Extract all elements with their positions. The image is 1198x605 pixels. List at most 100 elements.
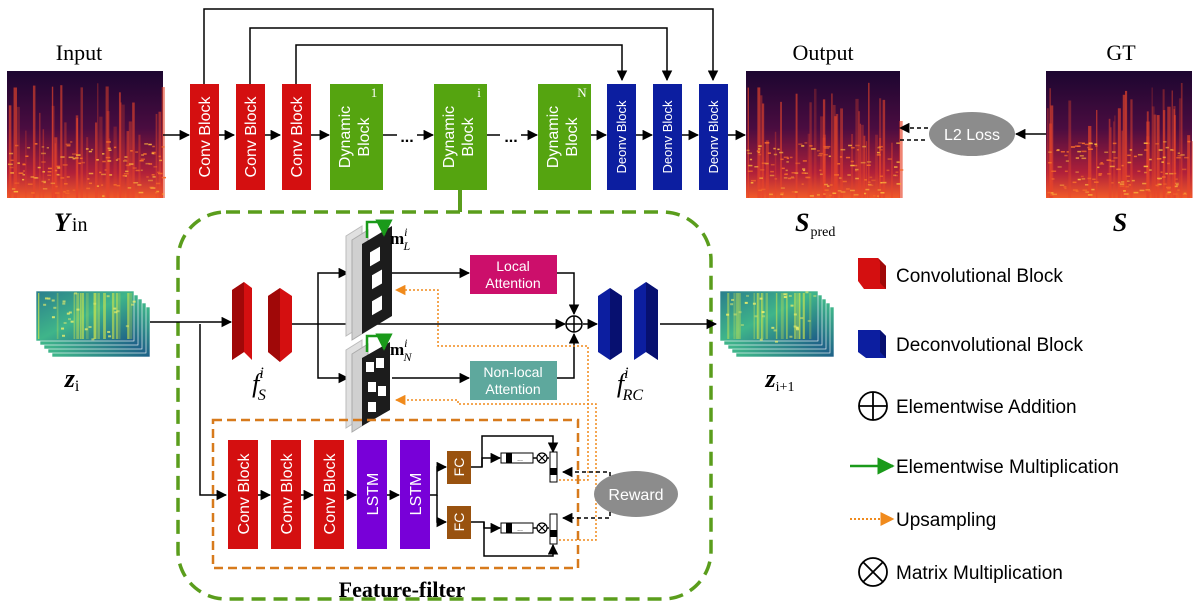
fc-top-to-vector — [481, 452, 502, 467]
gt-label: GT — [1106, 40, 1136, 65]
svg-text:1: 1 — [371, 85, 378, 100]
reward-to-bottom — [561, 512, 611, 524]
elementwise-addition — [565, 315, 583, 333]
skip-connection-inner — [295, 44, 628, 84]
reward-label: Reward — [608, 487, 663, 504]
l2-loss-node — [929, 112, 1015, 156]
nonlocal-to-add — [557, 332, 580, 379]
lstm-to-fc-top — [430, 461, 448, 496]
reward-node — [594, 471, 678, 517]
output-label: Output — [792, 40, 853, 65]
svg-text:...: ... — [517, 456, 523, 463]
svg-text:Local: Local — [496, 258, 529, 274]
legend-conv-label: Convolutional Block — [896, 266, 1063, 287]
output-feature-stack — [719, 290, 835, 358]
s-gt-symbol: S — [1113, 208, 1127, 237]
filter-lstm-2: LSTM — [400, 440, 430, 549]
svg-text:Conv Block: Conv Block — [289, 96, 306, 178]
feature-filter-title: Feature-filter — [339, 577, 466, 602]
svg-text:Non-local: Non-local — [483, 364, 542, 380]
svg-text:Conv Block: Conv Block — [322, 453, 339, 535]
fs-conv-block — [232, 282, 292, 362]
deconv-block-2: Deonv Block — [653, 84, 682, 190]
deconv-block-1: Deonv Block — [607, 84, 636, 190]
dynamic-block-i: Dynamic Block i — [434, 84, 487, 190]
deconv-block-3: Deonv Block — [699, 84, 728, 190]
svg-text:Conv Block: Conv Block — [279, 453, 296, 535]
reward-to-top — [561, 466, 611, 478]
legend-conv-icon — [858, 258, 886, 289]
svg-text:Deonv Block: Deonv Block — [660, 100, 675, 173]
frc-deconv-block — [598, 282, 658, 360]
legend: Convolutional Block Deconvolutional Bloc… — [850, 258, 1119, 587]
to-feature-filter — [199, 324, 228, 501]
z-next-symbol: zi+1 — [765, 364, 795, 395]
column-vector-top — [549, 451, 558, 483]
filter-conv-block-1: Conv Block — [228, 440, 258, 549]
upsampling-local — [394, 284, 589, 481]
legend-multiplication-label: Elementwise Multiplication — [896, 457, 1119, 478]
z-i-symbol: zi — [64, 364, 80, 395]
fc-bottom-to-vector — [483, 522, 502, 534]
legend-matrix-icon — [858, 557, 888, 587]
input-spectrogram — [7, 71, 167, 198]
svg-text:Dynamic: Dynamic — [545, 106, 562, 168]
vector-top: ... — [500, 452, 534, 464]
nonlocal-attention-box: Non-local Attention — [470, 361, 557, 400]
svg-text:FC: FC — [451, 513, 467, 532]
s-pred-symbol: Spred — [795, 208, 835, 240]
local-to-add — [557, 272, 580, 316]
input-feature-stack — [35, 290, 151, 358]
matrix-mult-top — [536, 452, 548, 464]
lstm-to-fc-bottom — [436, 495, 448, 528]
svg-text:...: ... — [517, 526, 523, 533]
nonlocal-mask-stack — [345, 333, 393, 433]
local-attention-box: Local Attention — [470, 255, 557, 294]
filter-conv-block-2: Conv Block — [271, 440, 301, 549]
svg-text:LSTM: LSTM — [408, 473, 425, 516]
conv-block-2: Conv Block — [236, 84, 265, 190]
output-spectrogram — [746, 71, 904, 198]
conv-block-3: Conv Block — [282, 84, 311, 190]
vector-bottom: ... — [500, 522, 534, 534]
svg-text:Dynamic: Dynamic — [337, 106, 354, 168]
conv-block-1: Conv Block — [190, 84, 219, 190]
dynamic-block-n: Dynamic Block N — [538, 84, 591, 190]
legend-matrix-label: Matrix Multiplication — [896, 563, 1063, 584]
svg-text:Block: Block — [564, 116, 581, 156]
local-mask-stack — [345, 219, 393, 341]
svg-text:Block: Block — [460, 116, 477, 156]
svg-text:Deonv Block: Deonv Block — [706, 100, 721, 173]
gt-spectrogram — [1046, 71, 1193, 198]
column-vector-bottom — [549, 513, 558, 545]
l2-loss-label: L2 Loss — [944, 127, 1000, 144]
svg-text:LSTM: LSTM — [365, 473, 382, 516]
svg-text:FC: FC — [451, 458, 467, 477]
legend-deconv-label: Deconvolutional Block — [896, 335, 1083, 356]
svg-text:Conv Block: Conv Block — [236, 453, 253, 535]
fc-bottom-branch — [471, 521, 559, 557]
legend-addition-icon — [858, 391, 888, 421]
legend-upsampling-label: Upsampling — [896, 510, 996, 531]
legend-addition-label: Elementwise Addition — [896, 397, 1077, 418]
ellipsis: ... — [504, 129, 517, 146]
legend-deconv-icon — [858, 330, 886, 358]
svg-text:Conv Block: Conv Block — [243, 96, 260, 178]
svg-text:Deonv Block: Deonv Block — [614, 100, 629, 173]
svg-text:Conv Block: Conv Block — [197, 96, 214, 178]
svg-text:Dynamic: Dynamic — [441, 106, 458, 168]
svg-text:Attention: Attention — [485, 275, 540, 291]
svg-text:N: N — [577, 85, 587, 100]
branch-to-nonlocal — [317, 324, 350, 384]
input-label: Input — [56, 40, 102, 65]
skip-connection-middle — [249, 27, 673, 84]
fc-top-branch — [471, 435, 559, 468]
svg-text:Attention: Attention — [485, 381, 540, 397]
